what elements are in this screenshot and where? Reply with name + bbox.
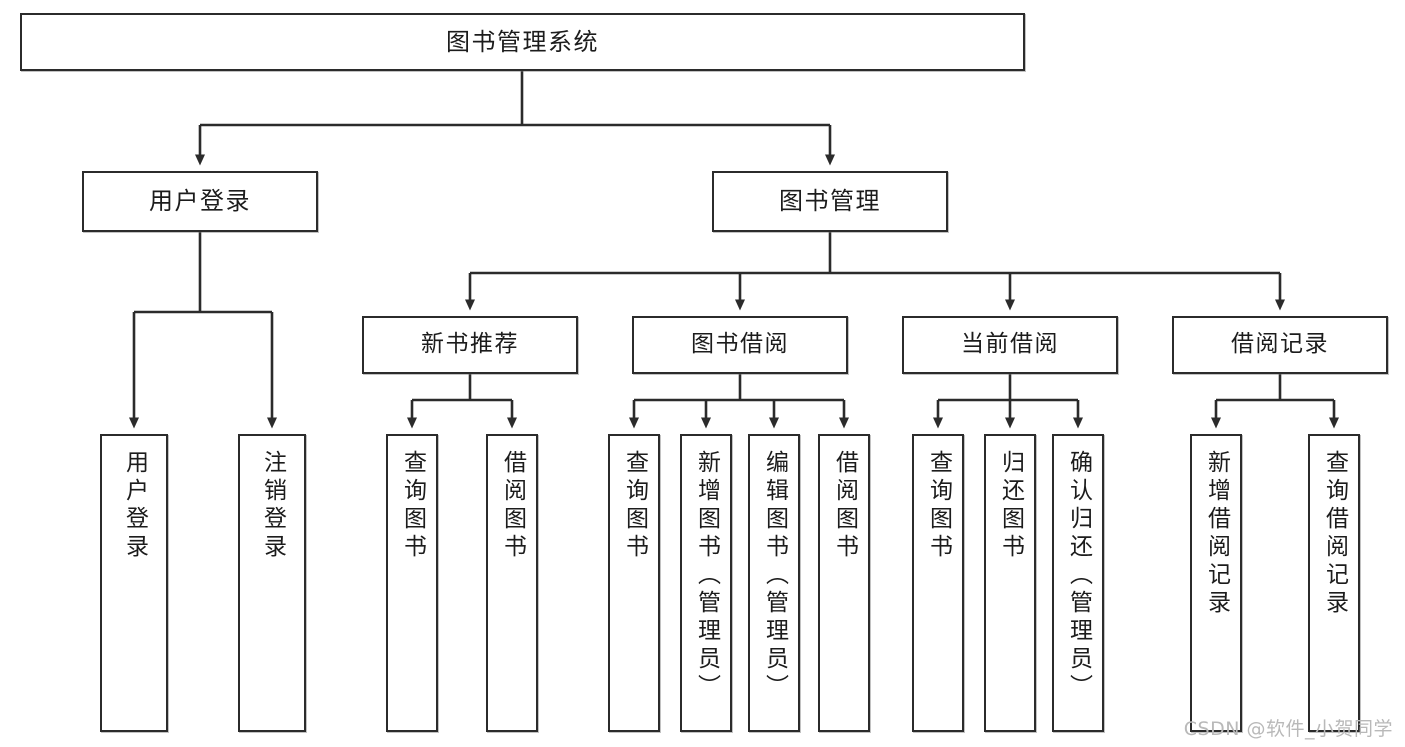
leaf-confirm-return-admin-label: 确认归还（管理员） — [1065, 450, 1092, 702]
leaf-current-query-book-label: 查询图书 — [925, 450, 952, 562]
node-book-borrow[interactable]: 图书借阅 — [632, 316, 848, 374]
leaf-query-borrow-record-label: 查询借阅记录 — [1321, 450, 1348, 618]
leaf-edit-book-admin-label: 编辑图书（管理员） — [761, 450, 788, 702]
leaf-add-borrow-record-label: 新增借阅记录 — [1203, 450, 1230, 618]
leaf-add-borrow-record[interactable]: 新增借阅记录 — [1190, 434, 1242, 732]
node-new-book-recommend-label: 新书推荐 — [421, 331, 519, 358]
leaf-borrow-book[interactable]: 借阅图书 — [818, 434, 870, 732]
node-borrow-records[interactable]: 借阅记录 — [1172, 316, 1388, 374]
leaf-return-book-label: 归还图书 — [997, 450, 1024, 562]
watermark-text: CSDN @软件_小贺同学 — [1183, 718, 1393, 740]
leaf-user-login[interactable]: 用户登录 — [100, 434, 168, 732]
node-user-login[interactable]: 用户登录 — [82, 171, 318, 232]
leaf-return-book[interactable]: 归还图书 — [984, 434, 1036, 732]
node-current-borrow-label: 当前借阅 — [961, 331, 1059, 358]
node-current-borrow[interactable]: 当前借阅 — [902, 316, 1118, 374]
node-root-label: 图书管理系统 — [446, 27, 599, 56]
leaf-newbook-query-book-label: 查询图书 — [399, 450, 426, 562]
node-book-borrow-label: 图书借阅 — [691, 331, 789, 358]
node-root[interactable]: 图书管理系统 — [20, 13, 1025, 71]
leaf-logout[interactable]: 注销登录 — [238, 434, 306, 732]
leaf-user-login-label: 用户登录 — [121, 450, 148, 562]
leaf-query-borrow-record[interactable]: 查询借阅记录 — [1308, 434, 1360, 732]
node-borrow-records-label: 借阅记录 — [1231, 331, 1329, 358]
leaf-newbook-query-book[interactable]: 查询图书 — [386, 434, 438, 732]
node-user-login-label: 用户登录 — [149, 187, 251, 216]
leaf-borrow-query-book-label: 查询图书 — [621, 450, 648, 562]
leaf-edit-book-admin[interactable]: 编辑图书（管理员） — [748, 434, 800, 732]
node-book-management[interactable]: 图书管理 — [712, 171, 948, 232]
leaf-borrow-book-label: 借阅图书 — [831, 450, 858, 562]
leaf-add-book-admin[interactable]: 新增图书（管理员） — [680, 434, 732, 732]
leaf-add-book-admin-label: 新增图书（管理员） — [693, 450, 720, 702]
leaf-newbook-borrow-book[interactable]: 借阅图书 — [486, 434, 538, 732]
leaf-borrow-query-book[interactable]: 查询图书 — [608, 434, 660, 732]
leaf-confirm-return-admin[interactable]: 确认归还（管理员） — [1052, 434, 1104, 732]
leaf-current-query-book[interactable]: 查询图书 — [912, 434, 964, 732]
node-new-book-recommend[interactable]: 新书推荐 — [362, 316, 578, 374]
leaf-logout-label: 注销登录 — [259, 450, 286, 562]
node-book-management-label: 图书管理 — [779, 187, 881, 216]
leaf-newbook-borrow-book-label: 借阅图书 — [499, 450, 526, 562]
